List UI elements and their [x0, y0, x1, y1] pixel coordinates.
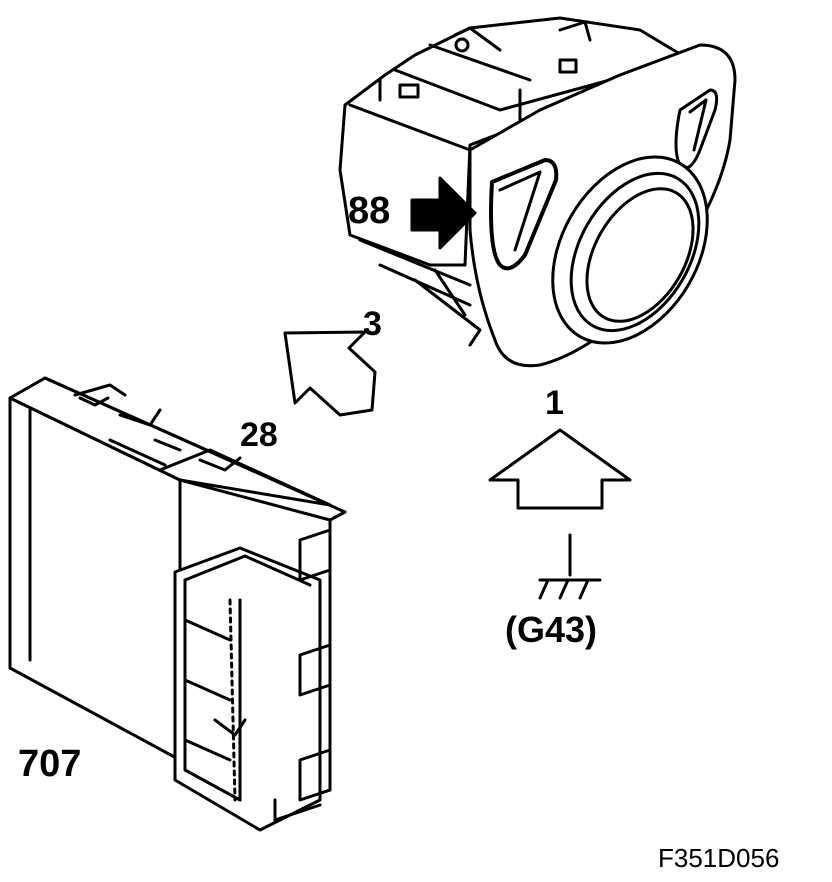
- module-label: 707: [18, 743, 82, 785]
- module-pin-label: 28: [240, 416, 278, 454]
- switch-label: 88: [348, 190, 391, 232]
- indicator-arrow-solid: [410, 176, 477, 250]
- control-module: [8, 376, 347, 832]
- ground-point-label: (G43): [505, 609, 598, 650]
- ground-symbol: [538, 533, 602, 600]
- light-switch: [338, 16, 737, 368]
- module-connection-label: 3: [363, 305, 382, 343]
- signal-arrow-from-ground: [488, 428, 632, 510]
- signal-arrow-to-module: [283, 330, 377, 417]
- switch-pin-label: 1: [545, 384, 564, 422]
- figure-code: F351D056: [658, 843, 780, 873]
